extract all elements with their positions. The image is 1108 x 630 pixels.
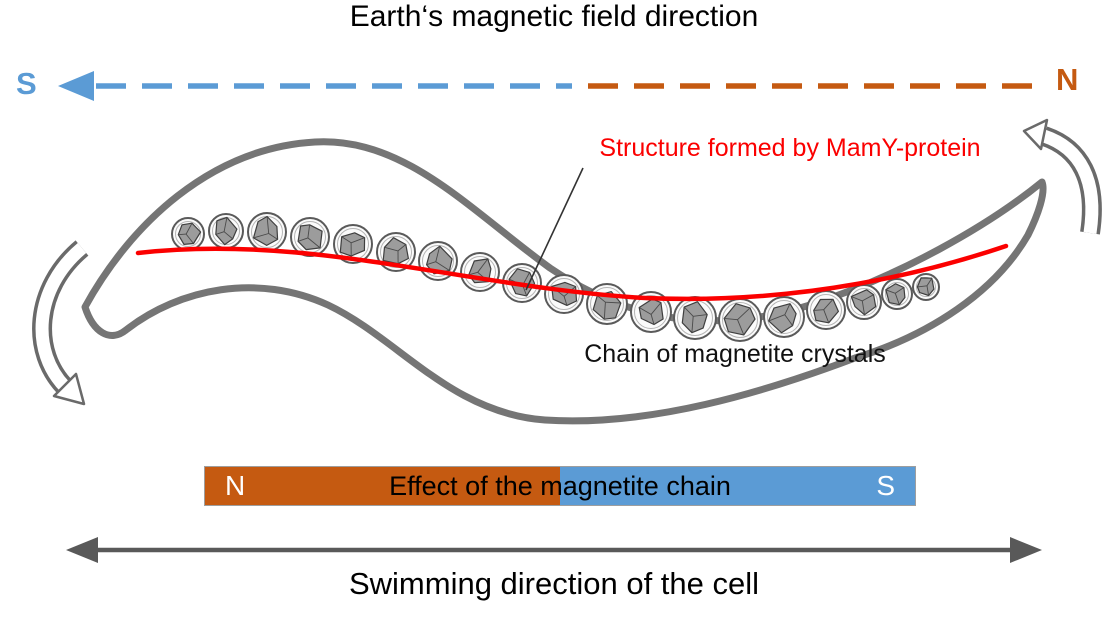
magnet-north-segment	[205, 467, 560, 505]
swimming-direction-label: Swimming direction of the cell	[348, 566, 760, 601]
magnetite-crystal	[806, 290, 846, 330]
mamy-pointer-line	[525, 167, 584, 291]
swimming-direction-arrow	[66, 537, 1042, 563]
swim-arrow-left-head-icon	[66, 537, 98, 563]
diagram-title: Earth‘s magnetic field direction	[349, 0, 759, 33]
magnetite-crystal	[846, 284, 882, 320]
field-direction-arrow	[58, 71, 1044, 101]
magnetite-crystal	[333, 224, 373, 264]
magnetite-crystal	[460, 252, 500, 292]
magnet-bar: N S Effect of the magnetite chain	[204, 466, 916, 506]
magnetite-crystal	[290, 217, 330, 257]
field-north-label: N	[1056, 62, 1079, 97]
magnetite-crystal	[763, 296, 805, 338]
mamy-structure-line	[135, 243, 1009, 302]
magnetite-crystal	[881, 278, 913, 310]
magnetite-crystal	[630, 291, 672, 333]
magnetite-crystal	[171, 217, 205, 251]
magnetite-crystal	[912, 273, 940, 301]
rotation-arrow-right-icon	[1022, 118, 1102, 235]
magnetite-chain-label: Chain of magnetite crystals	[584, 340, 886, 368]
magnet-effect-label: Effect of the magnetite chain	[389, 471, 731, 501]
magnetite-crystal	[247, 212, 287, 252]
field-south-label: S	[16, 66, 37, 101]
magnetite-crystal	[673, 296, 717, 340]
magnet-n-label: N	[225, 470, 246, 501]
field-arrow-left-head-icon	[58, 71, 94, 101]
magnetite-crystal	[208, 213, 244, 249]
rotation-arrow-left-icon	[32, 240, 89, 406]
magnet-south-segment	[560, 467, 915, 505]
mamy-protein-label: Structure formed by MamY-protein	[599, 134, 981, 162]
swim-arrow-right-head-icon	[1010, 537, 1042, 563]
magnet-s-label: S	[876, 470, 895, 501]
magnetite-crystal	[718, 298, 762, 342]
magnetite-crystal	[586, 283, 628, 325]
magnetite-crystal	[376, 232, 416, 272]
